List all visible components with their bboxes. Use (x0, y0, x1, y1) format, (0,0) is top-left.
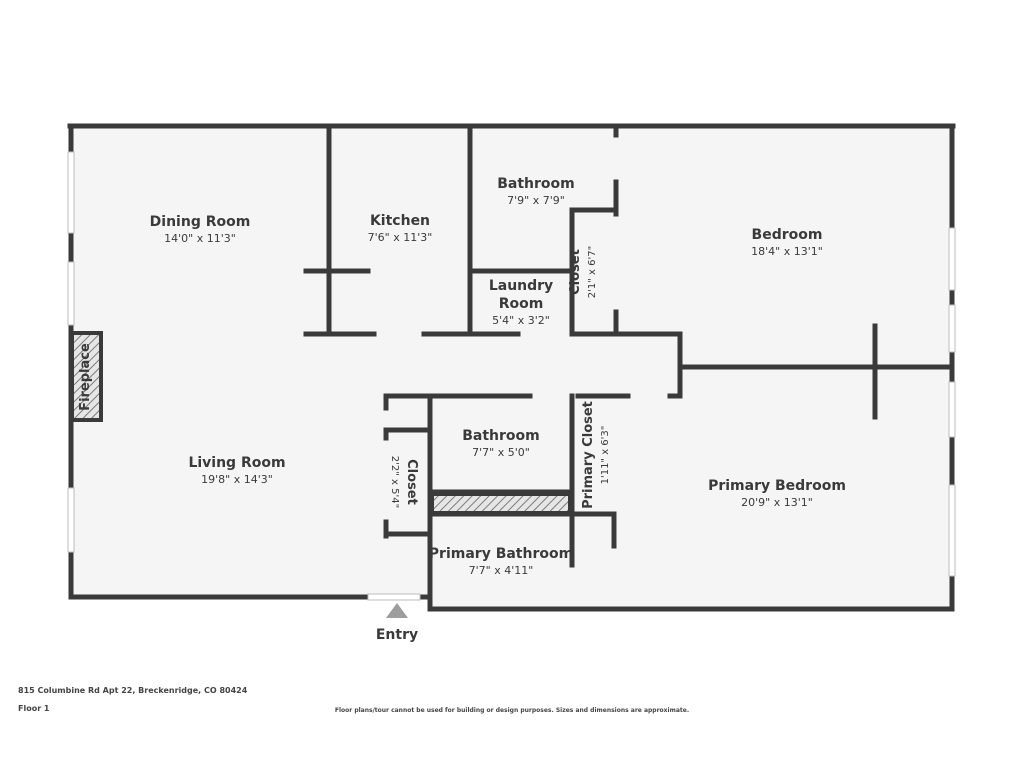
room-label-kitchen: Kitchen 7'6" x 11'3" (368, 212, 433, 245)
entry-label: Entry (375, 627, 419, 643)
room-name: Closet (568, 249, 583, 295)
windows (67, 151, 956, 601)
room-label-bathroom-upper: Bathroom 7'9" x 7'9" (497, 175, 575, 208)
room-name: Kitchen (369, 213, 431, 229)
room-name: Bathroom (462, 428, 540, 444)
room-name: Dining Room (149, 214, 251, 230)
room-name: Bedroom (751, 227, 823, 243)
room-label-primary-bathroom: Primary Bathroom 7'7" x 4'11" (429, 545, 573, 578)
room-label-closet-upper: Closet 2'1" x 6'7" (567, 222, 601, 322)
fireplace-box (70, 331, 103, 422)
room-label-closet-lower: Closet 2'2" x 5'4" (386, 437, 420, 527)
room-name-line2: Room (498, 296, 544, 312)
room-dimensions: 7'7" x 4'11" (468, 564, 534, 577)
room-dimensions: 7'6" x 11'3" (367, 231, 433, 244)
room-dimensions: 14'0" x 11'3" (164, 232, 236, 245)
footer-floor: Floor 1 (18, 704, 50, 713)
room-label-bedroom: Bedroom 18'4" x 13'1" (751, 226, 823, 259)
room-dimensions: 20'9" x 13'1" (741, 496, 813, 509)
room-dimensions: 7'9" x 7'9" (507, 194, 565, 207)
entry-arrow-icon (386, 603, 408, 618)
room-dimensions: 2'2" x 5'4" (389, 455, 400, 509)
room-dimensions: 18'4" x 13'1" (751, 245, 823, 258)
room-dimensions: 5'4" x 3'2" (492, 314, 550, 327)
room-name: Bathroom (497, 176, 575, 192)
room-label-primary-bedroom: Primary Bedroom 20'9" x 13'1" (708, 477, 846, 510)
walls (67, 123, 956, 612)
room-label-laundry-room: Laundry Room 5'4" x 3'2" (489, 277, 553, 328)
room-dimensions: 19'8" x 14'3" (201, 473, 273, 486)
room-dimensions: 7'7" x 5'0" (472, 446, 530, 459)
room-label-primary-closet: Primary Closet 1'11" x 6'3" (580, 400, 614, 510)
floor-area (72, 127, 952, 597)
floor-area-lower (430, 597, 952, 609)
room-dimensions: 2'1" x 6'7" (587, 245, 598, 299)
room-name: Living Room (188, 455, 286, 471)
room-name: Fireplace (78, 343, 93, 411)
room-name-line1: Laundry (488, 278, 554, 294)
room-label-bathroom-lower: Bathroom 7'7" x 5'0" (462, 427, 540, 460)
counter-hatch (432, 494, 570, 513)
room-name: Primary Bathroom (428, 546, 574, 562)
room-name: Closet (404, 459, 419, 505)
footer-address: 815 Columbine Rd Apt 22, Breckenridge, C… (18, 686, 248, 695)
room-label-fireplace: Fireplace (77, 327, 95, 427)
room-name: Primary Closet (581, 401, 596, 509)
room-dimensions: 1'11" x 6'3" (600, 425, 611, 485)
room-label-living-room: Living Room 19'8" x 14'3" (188, 454, 285, 487)
footer-disclaimer: Floor plans/tour cannot be used for buil… (334, 707, 690, 714)
room-label-dining-room: Dining Room 14'0" x 11'3" (150, 213, 251, 246)
room-name: Primary Bedroom (708, 478, 846, 494)
